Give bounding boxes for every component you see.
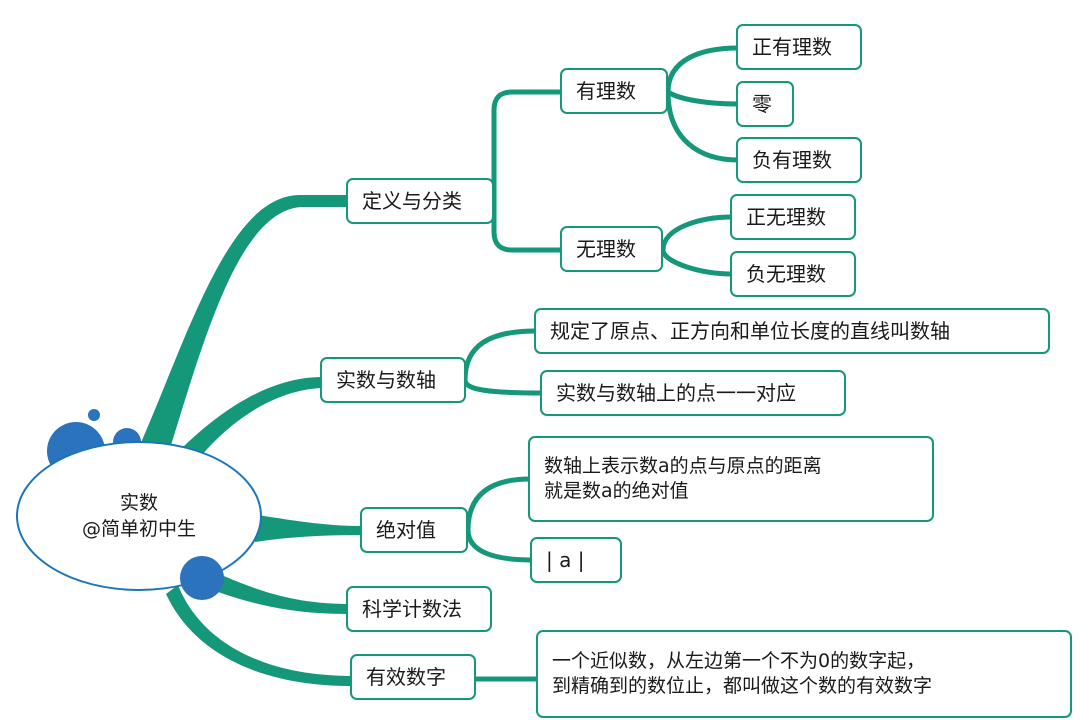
connector-number-line-def [462, 328, 539, 383]
node-number-line-correspondence: 实数与数轴上的点一一对应 [540, 370, 846, 416]
node-absolute-definition: 数轴上表示数a的点与原点的距离 就是数a的绝对值 [528, 436, 934, 522]
node-number-line-definition: 规定了原点、正方向和单位长度的直线叫数轴 [534, 308, 1050, 354]
node-negative-rational: 负有理数 [736, 137, 862, 183]
connector-negative-rational [665, 89, 741, 163]
node-absolute-value: 绝对值 [360, 507, 468, 553]
connector-absolute-def [465, 476, 533, 533]
connector-positive-irrational [660, 214, 735, 253]
node-positive-rational: 正有理数 [736, 24, 862, 70]
root-subtitle: @简单初中生 [81, 518, 196, 540]
connector-positive-rational [665, 45, 741, 95]
node-positive-irrational: 正无理数 [730, 194, 856, 240]
node-number-line: 实数与数轴 [320, 357, 466, 403]
node-absolute-symbol: | a | [530, 537, 622, 583]
node-significant-definition: 一个近似数，从左边第一个不为0的数字起， 到精确到的数位止，都叫做这个数的有效数… [536, 630, 1072, 718]
branch-connector-scientific [198, 570, 348, 614]
node-rational: 有理数 [560, 68, 668, 114]
connector-negative-irrational [660, 247, 735, 277]
root-node: 实数 @简单初中生 [16, 441, 262, 591]
connector-irrational [491, 198, 565, 253]
branch-connector-definition [140, 195, 346, 455]
bubble-decoration-small [88, 409, 100, 421]
root-title: 实数 [119, 492, 158, 514]
connector-absolute-symbol [465, 527, 535, 563]
connector-number-line-corr [462, 377, 545, 396]
branch-connector-number-line [178, 377, 322, 462]
node-irrational: 无理数 [560, 226, 663, 272]
branch-connector-absolute [252, 514, 362, 542]
branch-connector-significant [166, 585, 352, 686]
node-zero: 零 [736, 81, 794, 127]
bubble-decoration-bottom [180, 556, 224, 600]
node-definition-classification: 定义与分类 [346, 178, 494, 224]
node-negative-irrational: 负无理数 [730, 251, 856, 297]
connector-rational [491, 89, 565, 204]
node-significant-figures: 有效数字 [350, 654, 476, 700]
node-scientific-notation: 科学计数法 [346, 586, 492, 632]
connector-zero [665, 89, 741, 107]
